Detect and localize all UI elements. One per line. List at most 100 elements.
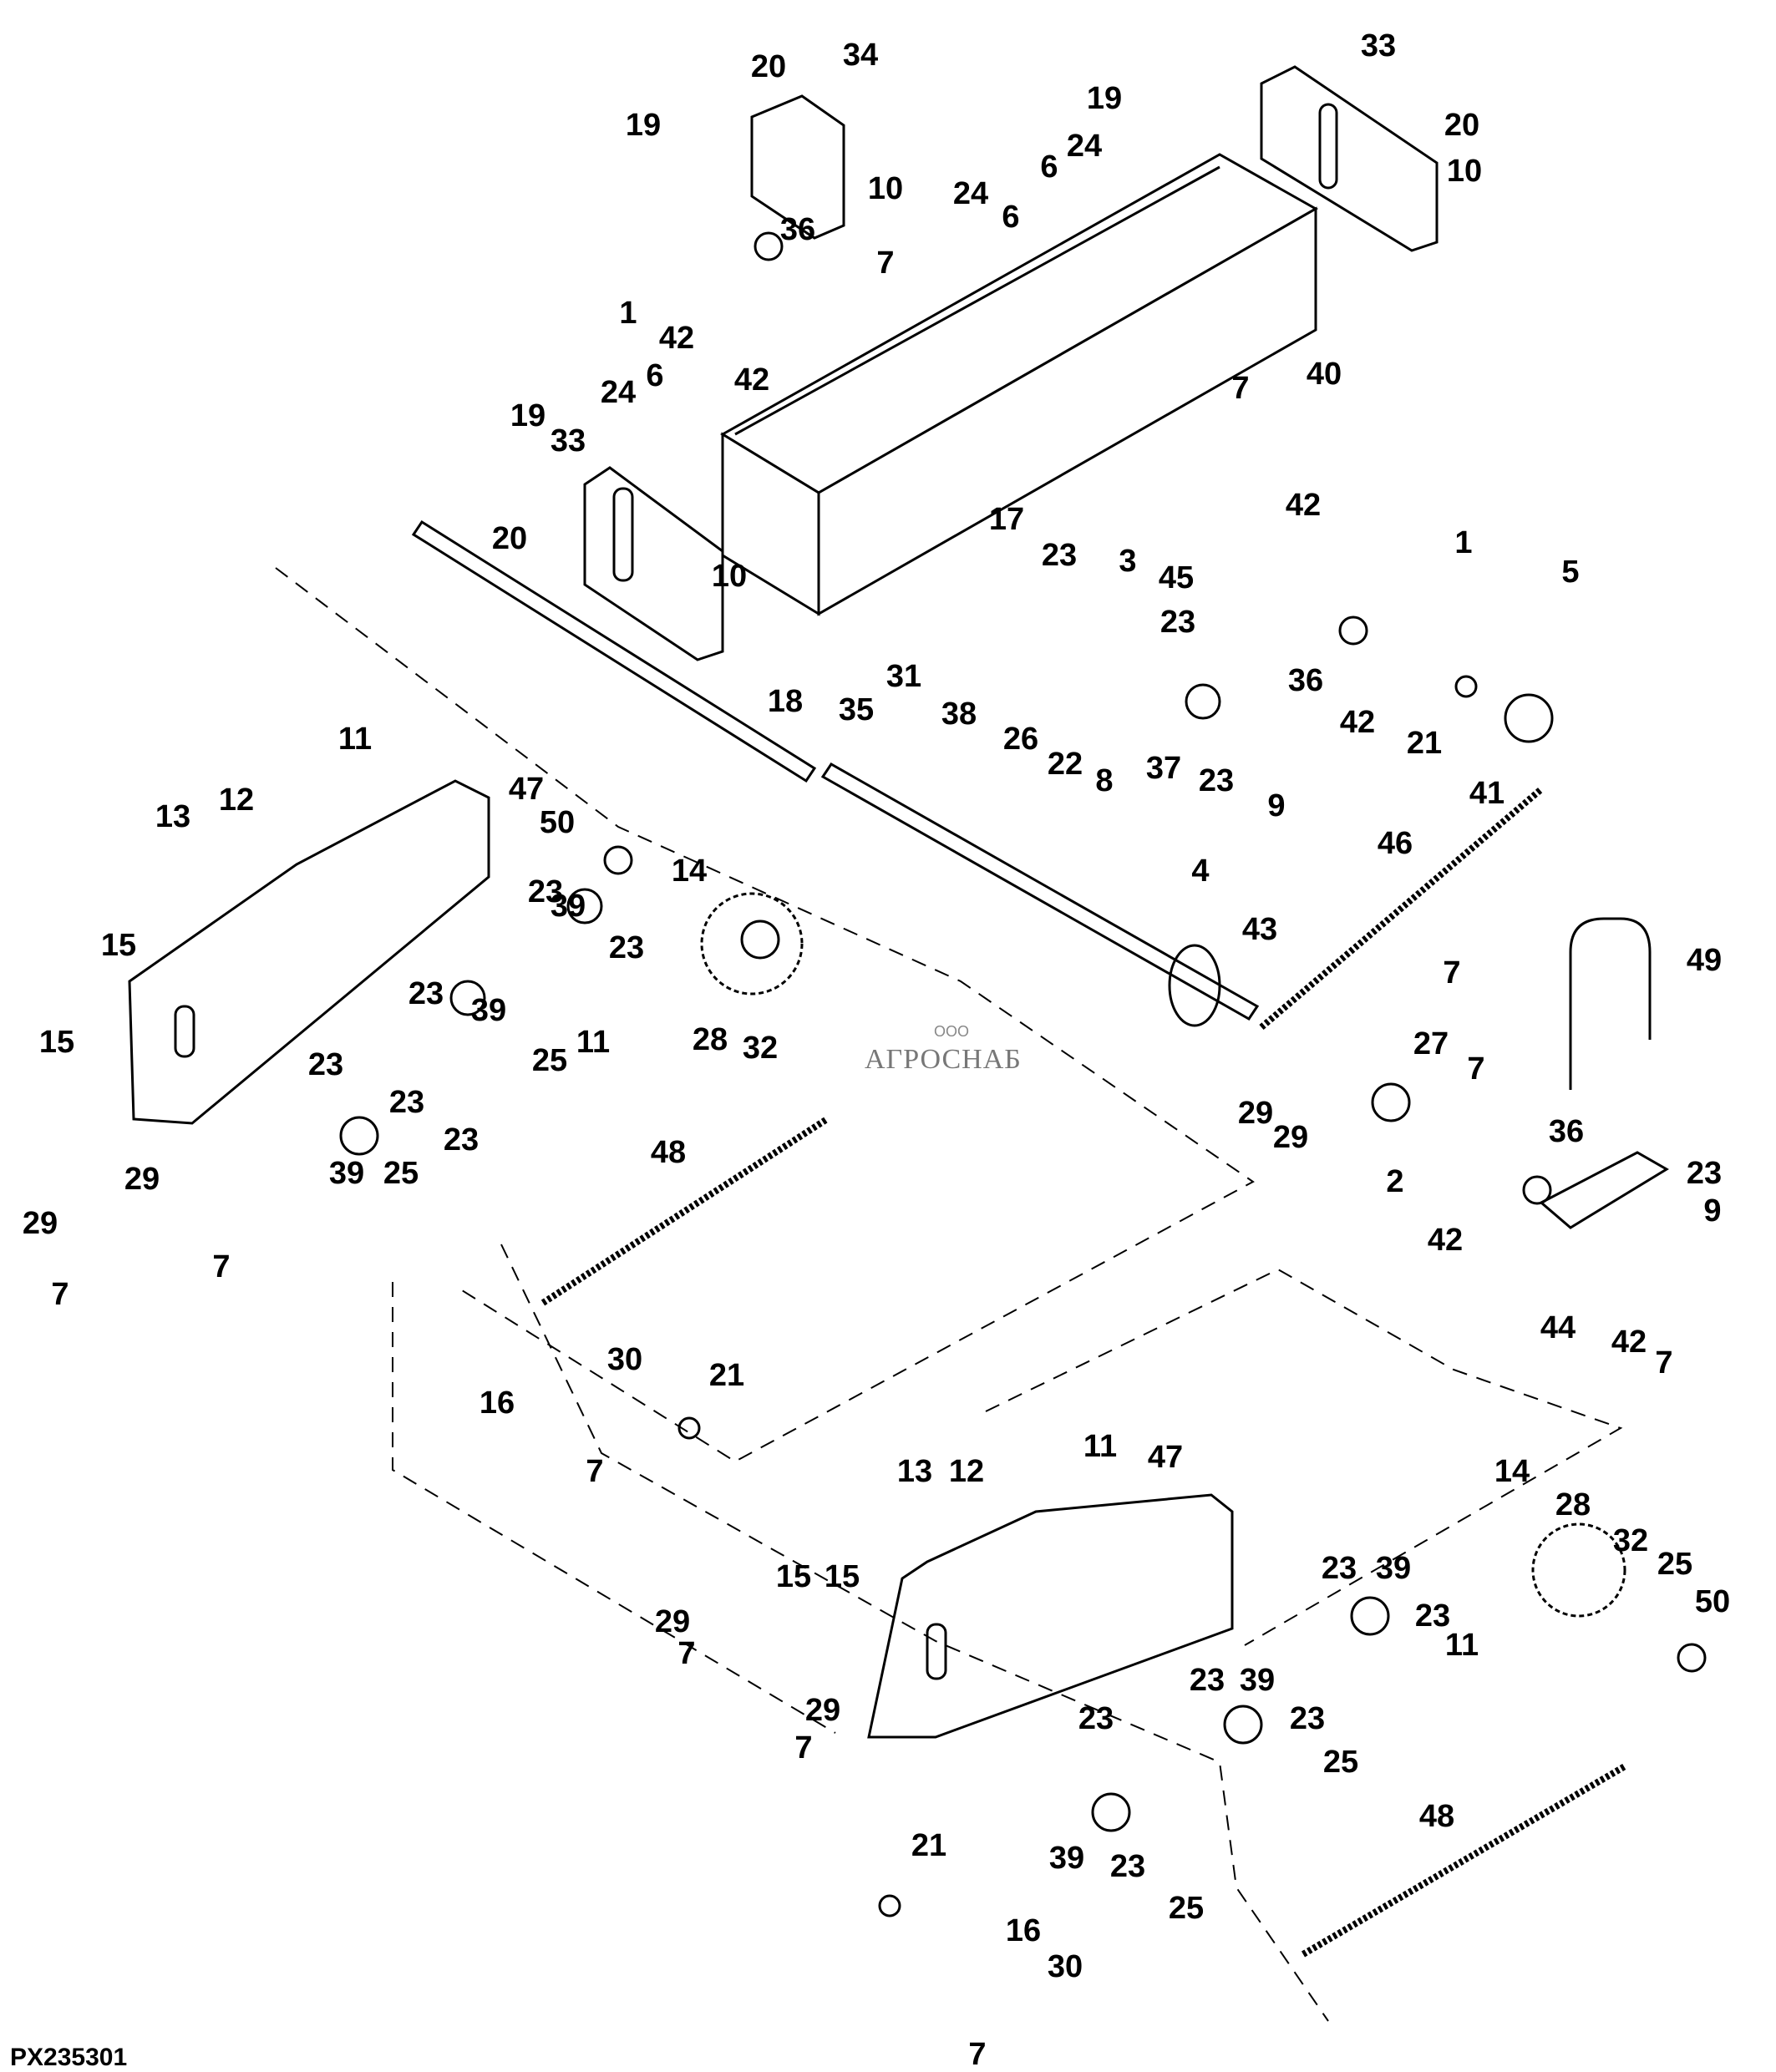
- sprocket-28-lower[interactable]: [1531, 1522, 1626, 1618]
- bearing-36-a[interactable]: [754, 231, 784, 261]
- idler-50-upper[interactable]: [603, 845, 633, 875]
- callout-10[interactable]: 10: [1446, 154, 1483, 189]
- sprocket-39-b[interactable]: [449, 980, 486, 1016]
- callout-23[interactable]: 23: [408, 976, 444, 1011]
- callout-38[interactable]: 38: [941, 697, 977, 732]
- sprocket-39-f[interactable]: [1091, 1792, 1131, 1832]
- callout-45[interactable]: 45: [1158, 560, 1195, 595]
- callout-33[interactable]: 33: [550, 423, 586, 458]
- callout-17[interactable]: 17: [988, 502, 1025, 537]
- callout-29[interactable]: 29: [1237, 1096, 1274, 1131]
- callout-29[interactable]: 29: [804, 1693, 841, 1728]
- callout-42[interactable]: 42: [733, 362, 770, 398]
- callout-48[interactable]: 48: [650, 1135, 687, 1170]
- callout-34[interactable]: 34: [842, 38, 879, 73]
- callout-19[interactable]: 19: [510, 398, 546, 433]
- callout-7[interactable]: 7: [794, 1730, 813, 1766]
- pulley-37[interactable]: [1185, 683, 1221, 720]
- collar-27[interactable]: [1371, 1082, 1411, 1122]
- callout-47[interactable]: 47: [508, 772, 545, 807]
- callout-6[interactable]: 6: [1002, 200, 1020, 235]
- callout-26[interactable]: 26: [1002, 722, 1039, 757]
- callout-7[interactable]: 7: [677, 1636, 696, 1671]
- callout-23[interactable]: 23: [1159, 605, 1196, 640]
- callout-6[interactable]: 6: [1040, 149, 1058, 185]
- callout-25[interactable]: 25: [1322, 1745, 1359, 1780]
- callout-42[interactable]: 42: [1285, 488, 1322, 523]
- callout-23[interactable]: 23: [527, 874, 564, 909]
- shield-47-upper[interactable]: [128, 779, 490, 1125]
- callout-1[interactable]: 1: [1454, 525, 1473, 560]
- callout-21[interactable]: 21: [708, 1358, 745, 1393]
- callout-7[interactable]: 7: [1443, 955, 1461, 990]
- shaft-35[interactable]: [411, 519, 1260, 1021]
- callout-49[interactable]: 49: [1686, 943, 1723, 978]
- callout-35[interactable]: 35: [838, 692, 875, 727]
- callout-19[interactable]: 19: [1086, 81, 1123, 116]
- callout-27[interactable]: 27: [1413, 1026, 1449, 1061]
- callout-23[interactable]: 23: [1189, 1663, 1225, 1698]
- callout-7[interactable]: 7: [876, 246, 895, 281]
- mount-bracket-34[interactable]: [750, 94, 845, 240]
- washer-21-a[interactable]: [1454, 675, 1478, 698]
- callout-4[interactable]: 4: [1191, 854, 1210, 889]
- callout-36[interactable]: 36: [1548, 1114, 1585, 1149]
- callout-14[interactable]: 14: [1494, 1454, 1530, 1489]
- callout-10[interactable]: 10: [867, 171, 904, 206]
- callout-23[interactable]: 23: [443, 1122, 480, 1158]
- callout-42[interactable]: 42: [1427, 1223, 1464, 1258]
- callout-24[interactable]: 24: [600, 375, 637, 410]
- callout-50[interactable]: 50: [539, 805, 576, 840]
- callout-32[interactable]: 32: [742, 1031, 779, 1066]
- callout-39[interactable]: 39: [328, 1156, 365, 1191]
- callout-2[interactable]: 2: [1386, 1164, 1404, 1199]
- callout-39[interactable]: 39: [1375, 1551, 1412, 1586]
- callout-14[interactable]: 14: [671, 854, 708, 889]
- callout-19[interactable]: 19: [625, 108, 662, 143]
- callout-44[interactable]: 44: [1540, 1310, 1576, 1345]
- callout-40[interactable]: 40: [1306, 357, 1342, 392]
- callout-20[interactable]: 20: [491, 521, 528, 556]
- callout-23[interactable]: 23: [1109, 1849, 1146, 1884]
- callout-9[interactable]: 9: [1267, 788, 1286, 823]
- callout-36[interactable]: 36: [779, 212, 816, 247]
- idler-50-lower[interactable]: [1677, 1643, 1707, 1673]
- callout-28[interactable]: 28: [1555, 1487, 1591, 1522]
- sprocket-28-upper[interactable]: [700, 892, 804, 995]
- callout-23[interactable]: 23: [1078, 1701, 1114, 1736]
- callout-23[interactable]: 23: [1198, 763, 1235, 798]
- callout-7[interactable]: 7: [968, 2037, 987, 2072]
- callout-42[interactable]: 42: [658, 321, 695, 356]
- callout-23[interactable]: 23: [1686, 1156, 1723, 1191]
- callout-21[interactable]: 21: [1406, 726, 1443, 761]
- callout-16[interactable]: 16: [1005, 1913, 1042, 1948]
- callout-12[interactable]: 12: [948, 1454, 985, 1489]
- washer-21-c[interactable]: [878, 1894, 901, 1917]
- u-bolt-49[interactable]: [1569, 917, 1652, 1090]
- callout-6[interactable]: 6: [646, 358, 664, 393]
- frame-tube-40[interactable]: [720, 153, 1319, 616]
- callout-5[interactable]: 5: [1561, 555, 1580, 590]
- shield-47-lower[interactable]: [867, 1493, 1234, 1739]
- chain-48-upper[interactable]: [540, 1116, 830, 1306]
- callout-24[interactable]: 24: [1066, 129, 1103, 164]
- callout-13[interactable]: 13: [155, 799, 191, 834]
- callout-20[interactable]: 20: [750, 49, 787, 84]
- callout-30[interactable]: 30: [606, 1342, 643, 1377]
- sprocket-41[interactable]: [1504, 693, 1554, 743]
- mount-plate-33-right[interactable]: [1260, 65, 1439, 252]
- chain-48-lower[interactable]: [1301, 1763, 1627, 1958]
- mount-plate-33-left[interactable]: [583, 466, 724, 661]
- callout-7[interactable]: 7: [1467, 1051, 1485, 1087]
- callout-41[interactable]: 41: [1469, 776, 1505, 811]
- callout-11[interactable]: 11: [1083, 1429, 1118, 1464]
- callout-20[interactable]: 20: [1444, 108, 1480, 143]
- callout-11[interactable]: 11: [576, 1025, 611, 1060]
- callout-23[interactable]: 23: [307, 1047, 344, 1082]
- callout-1[interactable]: 1: [619, 296, 637, 331]
- callout-15[interactable]: 15: [38, 1025, 75, 1060]
- callout-15[interactable]: 15: [775, 1559, 812, 1594]
- sprocket-39-e[interactable]: [1223, 1705, 1263, 1745]
- bearing-36-b[interactable]: [1338, 616, 1368, 646]
- callout-9[interactable]: 9: [1703, 1193, 1722, 1229]
